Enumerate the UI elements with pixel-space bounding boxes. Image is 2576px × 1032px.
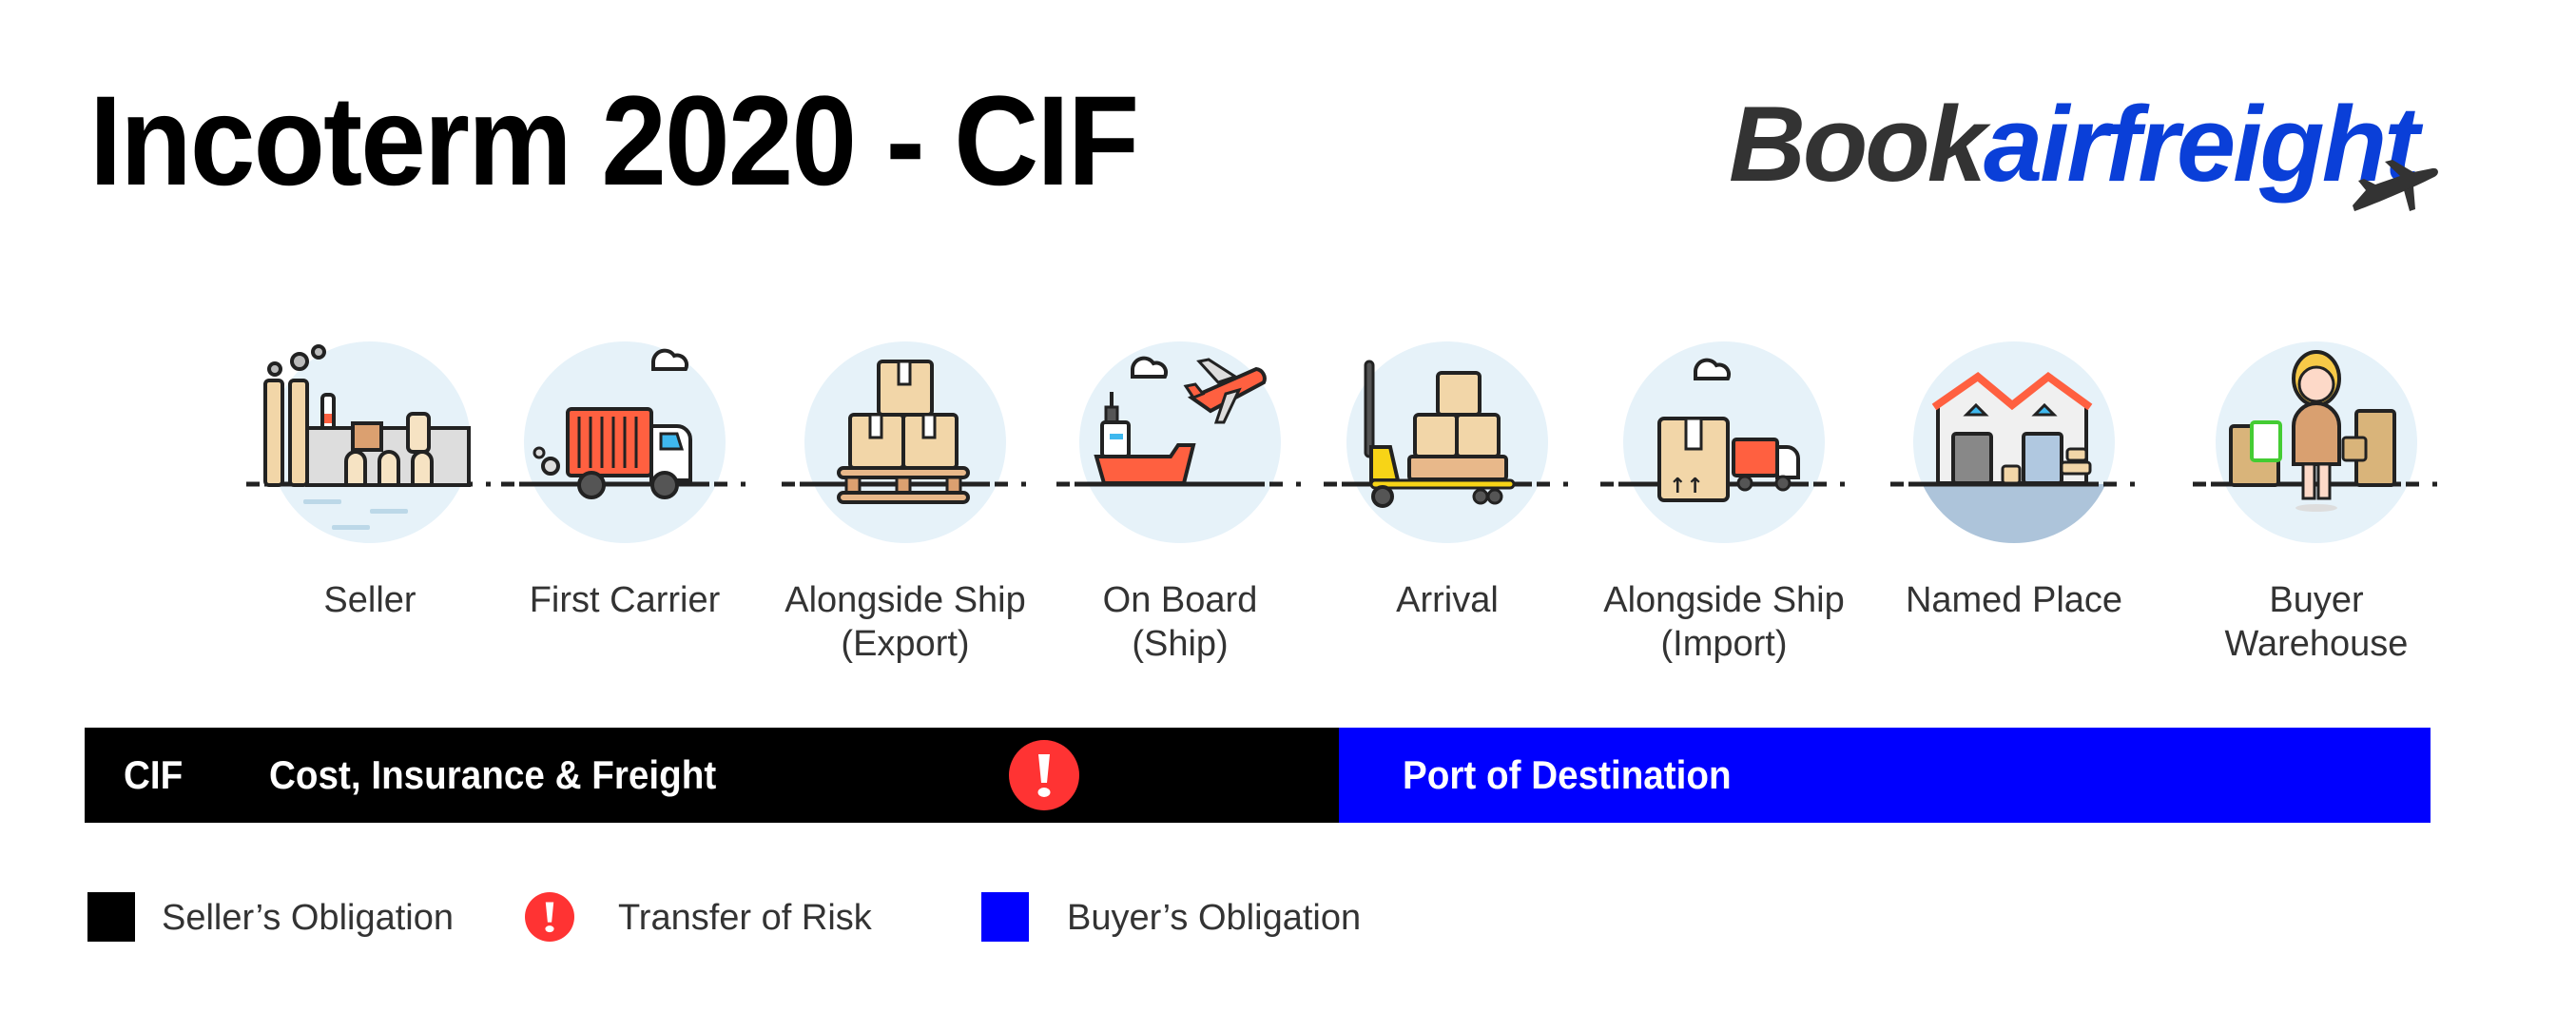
- seller-swatch: [87, 892, 135, 942]
- step-label: On Board(Ship): [1102, 580, 1258, 664]
- pallet-jack-icon: [1324, 341, 1571, 543]
- shipping-steps: Seller First Carrier: [227, 323, 2459, 685]
- logo-book-text: Book: [1729, 85, 1986, 204]
- step-alongside-ship-import: ↑↑ Alongside Ship(Import): [1581, 323, 1867, 685]
- buyer-swatch: [981, 892, 1029, 942]
- page-title: Incoterm 2020 - CIF: [89, 70, 1139, 212]
- legend-label: Transfer of Risk: [618, 898, 872, 938]
- step-label: Named Place: [1905, 580, 2123, 620]
- legend: Seller’s Obligation Transfer of Risk Buy…: [87, 892, 1514, 944]
- buyer-segment-label: Port of Destination: [1403, 752, 1732, 797]
- pallet-boxes-icon: [782, 341, 1029, 543]
- step-alongside-ship-export: Alongside Ship(Export): [763, 323, 1048, 685]
- step-arrival: Arrival: [1305, 323, 1590, 685]
- step-label: Seller: [323, 580, 416, 620]
- step-named-place: Named Place: [1871, 323, 2157, 685]
- box-truck-icon: ↑↑: [1600, 341, 1848, 543]
- truck-icon: [501, 341, 748, 543]
- factory-icon: [246, 341, 494, 543]
- ship-plane-icon: [1056, 341, 1304, 543]
- step-label: Arrival: [1396, 580, 1499, 620]
- legend-label: Seller’s Obligation: [162, 898, 454, 938]
- step-first-carrier: First Carrier: [482, 323, 767, 685]
- logo-airfreight-text: airfreight: [1984, 85, 2419, 204]
- airplane-icon: [2353, 160, 2438, 211]
- step-on-board-ship: On Board(Ship): [1037, 323, 1323, 685]
- step-label: Alongside Ship(Export): [784, 580, 1026, 664]
- step-seller: Seller: [227, 323, 513, 685]
- buyer-obligation-segment: [1339, 728, 2431, 823]
- seller-obligation-segment: [85, 728, 1339, 823]
- warehouse-icon: [1890, 341, 2138, 543]
- alert-icon: [1009, 740, 1079, 810]
- incoterm-code: CIF: [124, 752, 184, 797]
- step-label: First Carrier: [529, 580, 721, 620]
- brand-logo[interactable]: Bookairfreight: [1729, 91, 2451, 215]
- incoterm-name: Cost, Insurance & Freight: [269, 752, 717, 797]
- obligation-bar: CIF Cost, Insurance & Freight Port of De…: [85, 728, 2431, 823]
- alert-icon: [525, 892, 574, 942]
- legend-label: Buyer’s Obligation: [1067, 898, 1362, 938]
- worker-icon: [2193, 341, 2440, 543]
- svg-text:↑↑: ↑↑: [1669, 475, 1704, 498]
- logo-wordmark: Bookairfreight: [1729, 91, 2419, 198]
- step-label: Alongside Ship(Import): [1603, 580, 1845, 664]
